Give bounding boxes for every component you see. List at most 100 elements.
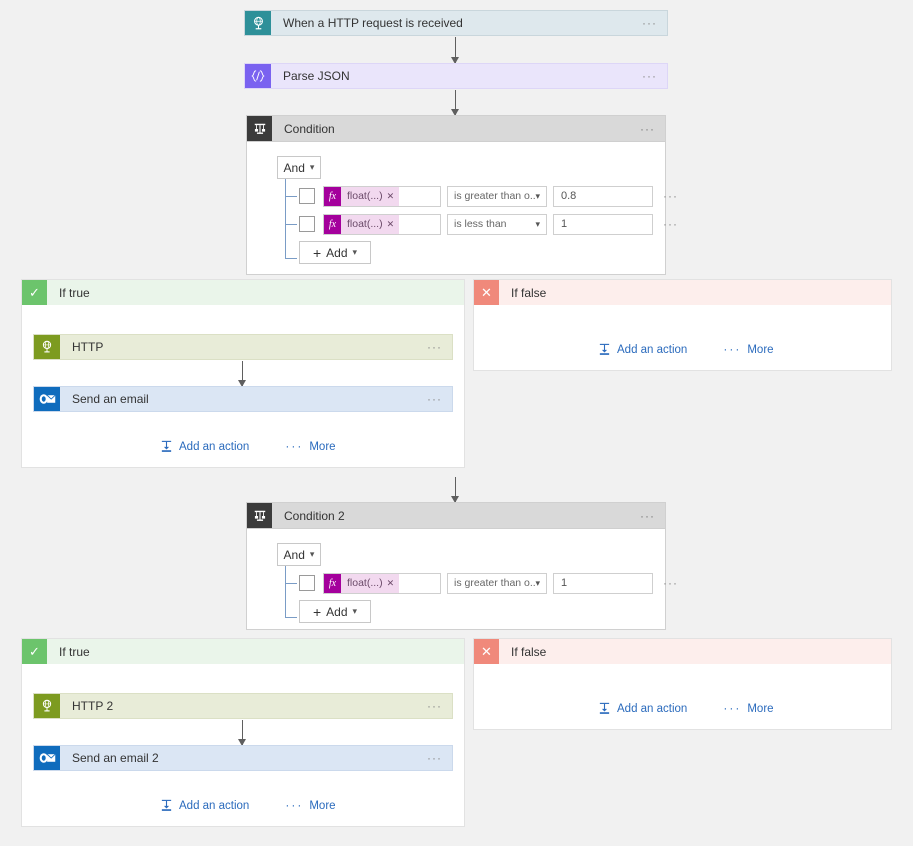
http-globe-icon [34,694,60,718]
condition-row-value-left[interactable]: fx float(...) ✕ [323,213,441,235]
condition-row-checkbox[interactable] [299,188,315,204]
insert-action-icon [161,799,172,811]
more-dots-icon: ··· [285,798,304,812]
trigger-menu-button[interactable]: ··· [642,16,657,30]
condition-1-add-row-button[interactable]: + Add ▾ [299,241,371,264]
condition-1-add-label: Add [326,245,348,260]
parse-json-menu-button[interactable]: ··· [642,69,657,83]
condition-2-header[interactable]: Condition 2 ··· [247,503,665,529]
function-fx-icon: fx [324,214,341,234]
condition-2-rows: fx float(...) ✕ is greater than o... ▾ 1… [277,566,677,623]
condition-row-value-right[interactable]: 0.8 [553,185,653,207]
more-button[interactable]: ··· More [723,702,774,715]
json-braces-icon [245,64,271,88]
condition-1-menu-button[interactable]: ··· [640,121,655,136]
add-an-action-button[interactable]: Add an action [160,440,249,453]
chevron-down-icon: ▾ [352,606,358,616]
tree-connector-horizontal [285,258,297,259]
insert-action-icon [599,702,610,714]
condition-1-false-header: ✕ If false [474,280,891,305]
condition-row-operator-label: is greater than o... [454,577,536,589]
condition-1-false-branch: ✕ If false [473,279,892,371]
condition-1-header[interactable]: Condition ··· [247,116,665,142]
tree-connector-horizontal [285,196,297,197]
connector-arrow-to-condition-2 [451,477,459,503]
condition-2-menu-button[interactable]: ··· [640,508,655,523]
check-icon: ✓ [22,639,47,664]
plus-icon: + [312,603,322,620]
expression-token[interactable]: fx float(...) ✕ [324,573,400,593]
condition-1-logic-operator-dropdown[interactable]: And ▾ [277,156,321,179]
more-dots-icon: ··· [723,342,742,356]
condition-2-false-header: ✕ If false [474,639,891,664]
more-button[interactable]: ··· More [285,440,336,453]
condition-row-value-left[interactable]: fx float(...) ✕ [323,572,441,594]
condition-2-false-label: If false [511,644,547,659]
http-2-action-title: HTTP 2 [72,699,114,713]
insert-action-icon [161,440,172,452]
condition-1-logic-operator-label: And [283,160,305,175]
condition-row-operator-dropdown[interactable]: is less than ▾ [447,213,547,235]
condition-row-value-text: 1 [561,218,568,230]
more-label: More [747,343,774,356]
action-card-send-email[interactable]: Send an email ··· [33,386,453,412]
condition-row-operator-dropdown[interactable]: is greater than o... ▾ [447,572,547,594]
condition-2-add-row-button[interactable]: + Add ▾ [299,600,371,623]
more-label: More [309,440,336,453]
check-icon: ✓ [22,280,47,305]
condition-row-value-text: 1 [561,577,568,589]
http-action-menu-button[interactable]: ··· [427,340,442,354]
function-fx-icon: fx [324,186,341,206]
remove-token-icon[interactable]: ✕ [386,218,395,229]
condition-row-operator-dropdown[interactable]: is greater than o... ▾ [447,185,547,207]
condition-2-body: And ▾ fx float(...) ✕ [247,529,677,637]
action-card-http-2[interactable]: HTTP 2 ··· [33,693,453,719]
trigger-card-http-request[interactable]: When a HTTP request is received ··· [244,10,668,36]
condition-row-operator-label: is greater than o... [454,190,536,202]
condition-row-value-left[interactable]: fx float(...) ✕ [323,185,441,207]
add-an-action-button[interactable]: Add an action [160,799,249,812]
remove-token-icon[interactable]: ✕ [386,577,395,588]
send-email-2-menu-button[interactable]: ··· [427,751,442,765]
condition-1-body: And ▾ fx float(...) ✕ [247,142,677,278]
connector-arrow-trigger-to-parse [451,37,459,64]
condition-row-menu-button[interactable]: ··· [663,189,678,203]
condition-row-value-right[interactable]: 1 [553,572,653,594]
remove-token-icon[interactable]: ✕ [386,190,395,201]
expression-token[interactable]: fx float(...) ✕ [324,214,400,234]
expression-token[interactable]: fx float(...) ✕ [324,186,400,206]
condition-row-checkbox[interactable] [299,575,315,591]
condition-2-true-header: ✓ If true [22,639,464,664]
add-an-action-button[interactable]: Add an action [598,343,687,356]
close-icon: ✕ [474,280,499,305]
condition-1-false-label: If false [511,285,547,300]
condition-2-true-label: If true [59,644,90,659]
http-2-action-menu-button[interactable]: ··· [427,699,442,713]
condition-2-logic-operator-dropdown[interactable]: And ▾ [277,543,321,566]
chevron-down-icon: ▾ [309,162,315,172]
action-card-parse-json[interactable]: Parse JSON ··· [244,63,668,89]
connector-arrow-parse-to-condition [451,90,459,116]
connector-arrow-http-to-email [238,361,246,387]
condition-row-menu-button[interactable]: ··· [663,576,678,590]
condition-row-operator-label: is less than [454,218,507,230]
chevron-down-icon: ▾ [352,247,358,257]
action-card-http[interactable]: HTTP ··· [33,334,453,360]
action-card-send-email-2[interactable]: Send an email 2 ··· [33,745,453,771]
http-globe-icon [34,335,60,359]
tree-connector-horizontal [285,224,297,225]
parse-json-title: Parse JSON [283,69,350,83]
condition-row-checkbox[interactable] [299,216,315,232]
send-email-menu-button[interactable]: ··· [427,392,442,406]
expression-token-label: float(...) [347,190,383,202]
condition-1-true-footer: Add an action ··· More [160,440,336,453]
condition-row-menu-button[interactable]: ··· [663,217,678,231]
more-label: More [747,702,774,715]
condition-row-value-right[interactable]: 1 [553,213,653,235]
condition-2-true-footer: Add an action ··· More [160,799,336,812]
more-button[interactable]: ··· More [285,798,335,812]
chevron-down-icon: ▾ [535,577,540,588]
more-button[interactable]: ··· More [723,342,774,356]
add-an-action-button[interactable]: Add an action [598,702,687,715]
